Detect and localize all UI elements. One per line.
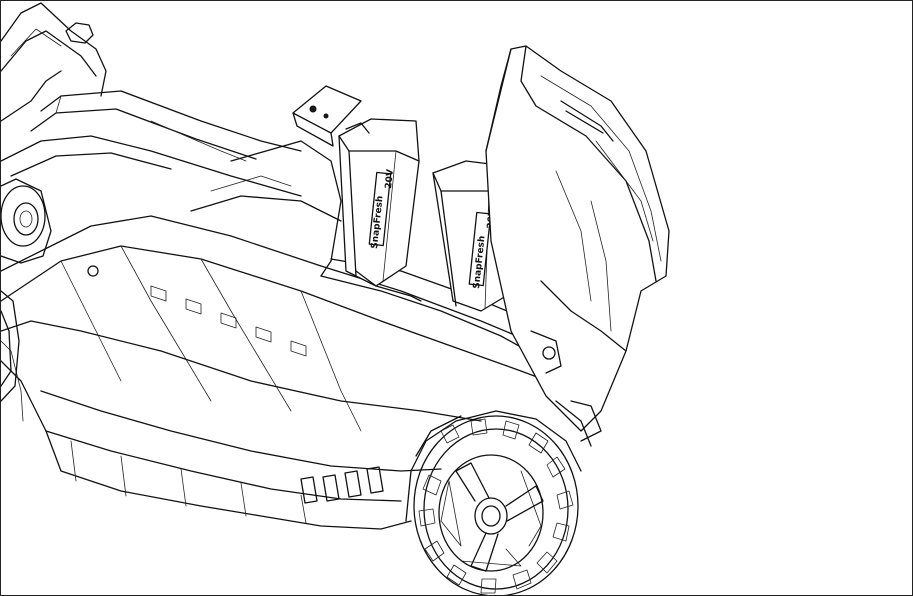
rear-wheel	[1, 290, 20, 402]
battery-left: SnapFresh 20V	[338, 118, 422, 302]
battery-compartment-lid	[485, 45, 670, 432]
battery-compartment	[190, 140, 547, 362]
front-wheel	[413, 415, 579, 595]
battery-indicator-box	[292, 85, 362, 147]
mower-deck	[1, 215, 582, 530]
wheel-arch	[405, 400, 592, 522]
handle-assembly	[1, 2, 302, 197]
rear-wheel-knob	[1, 178, 52, 264]
battery-left-voltage: 20V	[384, 169, 396, 189]
lid-hinge	[530, 330, 602, 442]
